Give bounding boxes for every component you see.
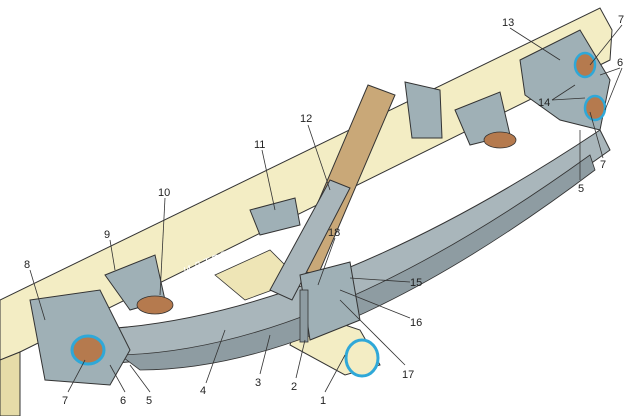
label-5-rear: 5 [578,183,584,195]
leader-lines [29,24,623,393]
label-4: 4 [200,385,206,397]
rear-bushing-lower [583,94,607,122]
bump-stop-rear [483,131,517,149]
label-1: 1 [320,395,326,407]
label-3: 3 [255,377,261,389]
label-5-front: 5 [146,395,152,407]
label-7-front: 7 [62,395,68,407]
label-15: 15 [410,277,422,289]
label-13: 13 [502,17,514,29]
label-17: 17 [402,369,414,381]
label-12: 12 [300,113,312,125]
rear-bushing-upper [573,51,597,79]
label-2: 2 [291,381,297,393]
shock-upper-bracket [404,81,443,139]
label-14: 14 [538,97,550,109]
label-7-rear-lower: 7 [600,159,606,171]
axle-tube-end [344,338,380,378]
shock-absorber-rod [269,179,351,301]
frame-rail-side [0,351,21,416]
label-9: 9 [104,229,110,241]
front-bushing [70,334,106,366]
label-6-front: 6 [120,395,126,407]
label-7-rear-upper: 7 [618,14,624,26]
label-18: 18 [328,227,340,239]
label-10: 10 [158,187,170,199]
leaf-spring-lower [118,154,596,371]
label-16: 16 [410,317,422,329]
bump-stop-front [136,295,174,315]
label-8: 8 [24,259,30,271]
label-11: 11 [254,139,265,151]
label-6-rear: 6 [617,57,623,69]
u-bolt [299,289,309,343]
shock-lower-bracket [249,197,301,236]
